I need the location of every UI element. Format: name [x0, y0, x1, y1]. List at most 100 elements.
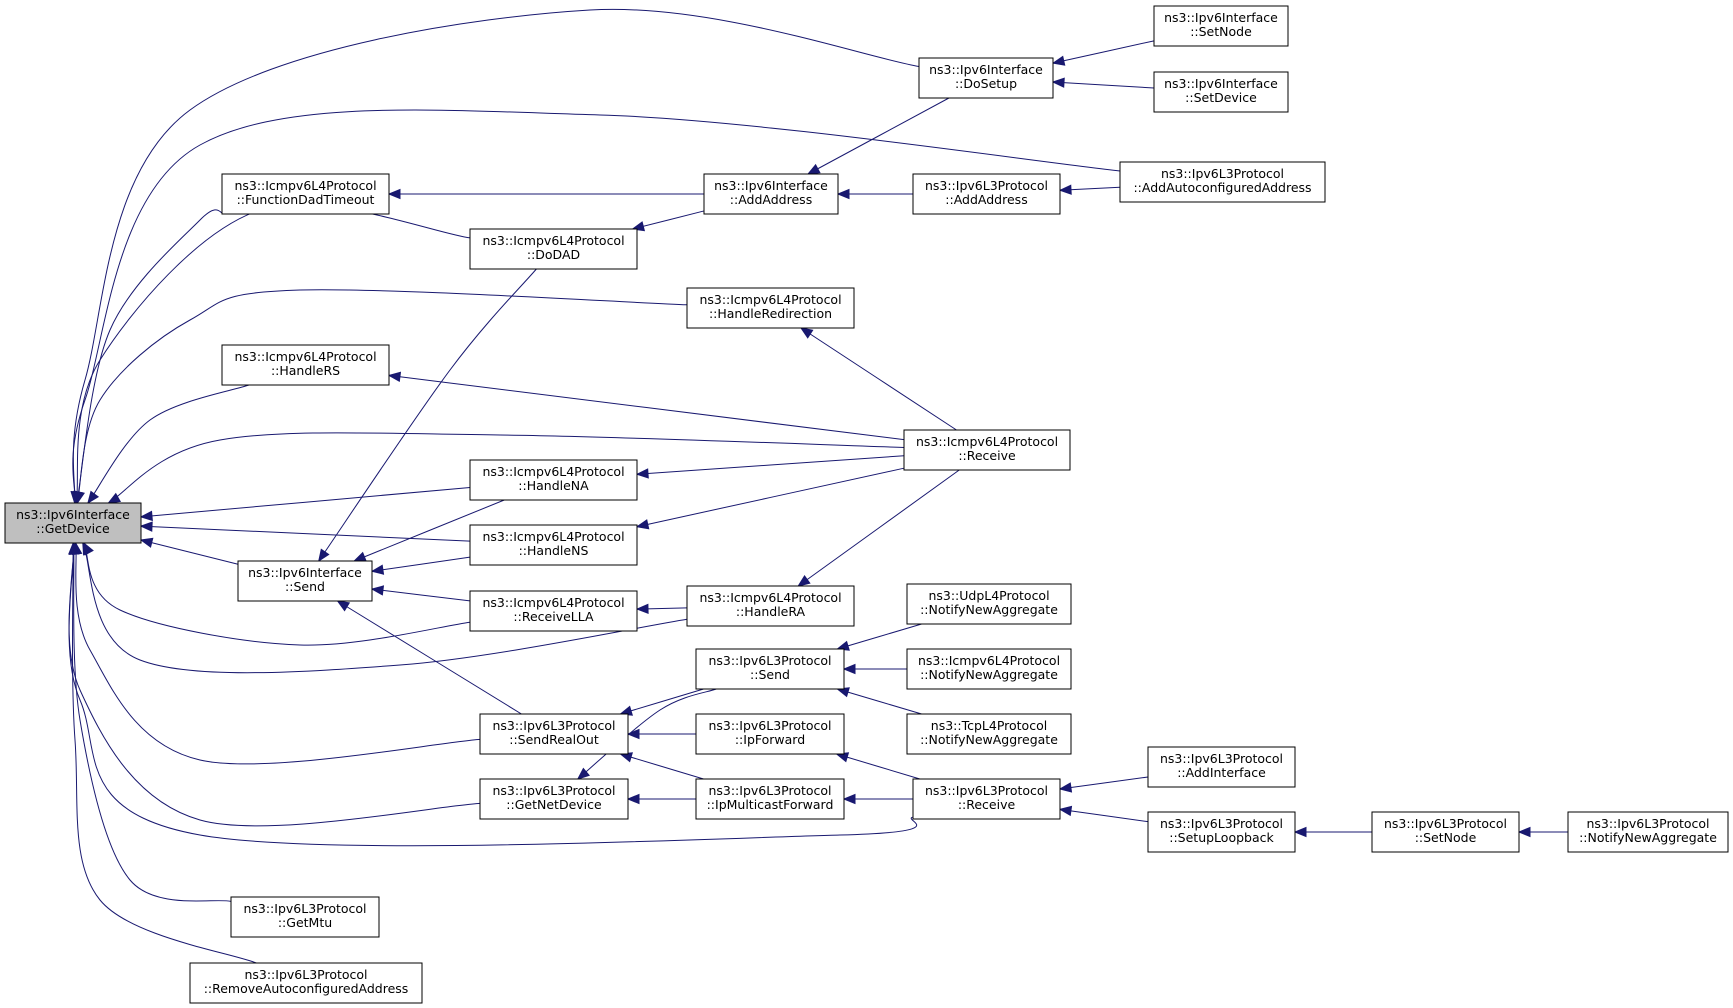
node-icmpreceive[interactable]: ns3::Icmpv6L4Protocol::Receive	[903, 429, 1071, 471]
node-fdadtimeout[interactable]: ns3::Icmpv6L4Protocol::FunctionDadTimeou…	[221, 173, 390, 215]
node-box[interactable]	[906, 583, 1072, 625]
node-method-label: ::DoDAD	[527, 247, 580, 262]
edge-ifsend-to-getdevice	[140, 539, 239, 565]
edge-icmpreceive-to-handleredirection	[800, 327, 957, 431]
arrowhead-icon	[139, 510, 153, 522]
node-dodad[interactable]: ns3::Icmpv6L4Protocol::DoDAD	[469, 228, 638, 270]
node-l3send[interactable]: ns3::Ipv6L3Protocol::Send	[695, 648, 845, 690]
node-box[interactable]	[703, 173, 839, 215]
node-class-label: ns3::Icmpv6L4Protocol	[482, 464, 624, 479]
node-handlena[interactable]: ns3::Icmpv6L4Protocol::HandleNA	[469, 459, 638, 501]
node-box[interactable]	[469, 459, 638, 501]
node-box[interactable]	[912, 778, 1061, 820]
node-class-label: ns3::Ipv6L3Protocol	[492, 718, 615, 733]
nodes-layer: ns3::Ipv6Interface::GetDevicens3::Icmpv6…	[4, 5, 1729, 1004]
node-icmpnotify[interactable]: ns3::Icmpv6L4Protocol::NotifyNewAggregat…	[906, 648, 1072, 690]
node-box[interactable]	[237, 560, 373, 602]
node-method-label: ::Send	[285, 579, 325, 594]
node-box[interactable]	[4, 502, 142, 544]
node-ipmulticast[interactable]: ns3::Ipv6L3Protocol::IpMulticastForward	[695, 778, 845, 820]
arrowhead-icon	[797, 575, 811, 587]
node-l3receive[interactable]: ns3::Ipv6L3Protocol::Receive	[912, 778, 1061, 820]
node-box[interactable]	[686, 287, 855, 329]
node-handlera[interactable]: ns3::Icmpv6L4Protocol::HandleRA	[686, 585, 855, 627]
edge-handlers-to-getdevice	[87, 384, 250, 504]
node-handleredirection[interactable]: ns3::Icmpv6L4Protocol::HandleRedirection	[686, 287, 855, 329]
arrowhead-icon	[842, 793, 856, 805]
node-box[interactable]	[469, 228, 638, 270]
node-ifsend[interactable]: ns3::Ipv6Interface::Send	[237, 560, 373, 602]
node-l3notify[interactable]: ns3::Ipv6L3Protocol::NotifyNewAggregate	[1567, 811, 1729, 853]
node-box[interactable]	[230, 896, 380, 938]
node-addauto[interactable]: ns3::Ipv6L3Protocol::AddAutoconfiguredAd…	[1119, 161, 1326, 203]
node-method-label: ::SetNode	[1190, 24, 1252, 39]
node-box[interactable]	[906, 648, 1072, 690]
node-l3addaddress[interactable]: ns3::Ipv6L3Protocol::AddAddress	[912, 173, 1061, 215]
node-class-label: ns3::Icmpv6L4Protocol	[482, 529, 624, 544]
edge-sendrealout-to-ifsend	[337, 600, 522, 715]
arrowhead-icon	[70, 491, 82, 505]
node-setdevice[interactable]: ns3::Ipv6Interface::SetDevice	[1153, 71, 1289, 113]
node-box[interactable]	[1567, 811, 1729, 853]
node-box[interactable]	[912, 173, 1061, 215]
edge-handlera-to-getdevice	[82, 542, 688, 674]
node-l3setnode[interactable]: ns3::Ipv6L3Protocol::SetNode	[1371, 811, 1520, 853]
node-class-label: ns3::Ipv6L3Protocol	[1160, 816, 1283, 831]
node-sendrealout[interactable]: ns3::Ipv6L3Protocol::SendRealOut	[479, 713, 629, 755]
node-box[interactable]	[189, 962, 423, 1004]
node-getnetdevice[interactable]: ns3::Ipv6L3Protocol::GetNetDevice	[479, 778, 629, 820]
node-dosetup[interactable]: ns3::Ipv6Interface::DoSetup	[918, 57, 1054, 99]
node-box[interactable]	[686, 585, 855, 627]
node-box[interactable]	[1119, 161, 1326, 203]
node-box[interactable]	[1153, 71, 1289, 113]
node-ifaddaddress[interactable]: ns3::Ipv6Interface::AddAddress	[703, 173, 839, 215]
arrowhead-icon	[139, 537, 154, 548]
arrowhead-icon	[1058, 782, 1073, 793]
node-box[interactable]	[479, 778, 629, 820]
node-box[interactable]	[469, 590, 638, 632]
edge-tcpnotify-to-l3send	[837, 688, 922, 715]
node-box[interactable]	[903, 429, 1071, 471]
node-removeauto[interactable]: ns3::Ipv6L3Protocol::RemoveAutoconfigure…	[189, 962, 423, 1004]
arrowhead-icon	[635, 603, 649, 615]
arrowhead-icon	[626, 793, 640, 805]
node-box[interactable]	[469, 524, 638, 566]
node-box[interactable]	[906, 713, 1072, 755]
edge-sendrealout-to-getdevice	[75, 542, 481, 765]
node-box[interactable]	[1147, 811, 1296, 853]
node-addinterface[interactable]: ns3::Ipv6L3Protocol::AddInterface	[1147, 746, 1296, 788]
node-box[interactable]	[479, 713, 629, 755]
node-class-label: ns3::Ipv6Interface	[16, 507, 130, 522]
node-box[interactable]	[1147, 746, 1296, 788]
edge-dodad-to-getdevice	[75, 204, 471, 504]
node-setuploopback[interactable]: ns3::Ipv6L3Protocol::SetupLoopback	[1147, 811, 1296, 853]
edge-removeauto-to-getdevice	[72, 542, 257, 964]
node-getmtu[interactable]: ns3::Ipv6L3Protocol::GetMtu	[230, 896, 380, 938]
node-setnode_if[interactable]: ns3::Ipv6Interface::SetNode	[1153, 5, 1289, 47]
node-method-label: ::Send	[750, 667, 790, 682]
node-udpnotify[interactable]: ns3::UdpL4Protocol::NotifyNewAggregate	[906, 583, 1072, 625]
node-box[interactable]	[1371, 811, 1520, 853]
node-method-label: ::NotifyNewAggregate	[920, 732, 1058, 747]
node-method-label: ::NotifyNewAggregate	[1579, 830, 1717, 845]
edges-layer	[68, 8, 1569, 964]
node-ipforward[interactable]: ns3::Ipv6L3Protocol::IpForward	[695, 713, 845, 755]
node-method-label: ::HandleRA	[736, 604, 806, 619]
node-box[interactable]	[695, 648, 845, 690]
node-receivella[interactable]: ns3::Icmpv6L4Protocol::ReceiveLLA	[469, 590, 638, 632]
node-box[interactable]	[221, 344, 390, 386]
node-box[interactable]	[695, 713, 845, 755]
node-handlers[interactable]: ns3::Icmpv6L4Protocol::HandleRS	[221, 344, 390, 386]
node-getdevice[interactable]: ns3::Ipv6Interface::GetDevice	[4, 502, 142, 544]
node-tcpnotify[interactable]: ns3::TcpL4Protocol::NotifyNewAggregate	[906, 713, 1072, 755]
node-method-label: ::Receive	[958, 448, 1016, 463]
node-method-label: ::HandleNS	[519, 543, 589, 558]
node-box[interactable]	[695, 778, 845, 820]
node-box[interactable]	[1153, 5, 1289, 47]
edge-handlens-to-getdevice	[140, 525, 471, 542]
node-box[interactable]	[918, 57, 1054, 99]
arrowhead-icon	[1517, 826, 1531, 838]
node-method-label: ::GetDevice	[36, 521, 110, 536]
node-box[interactable]	[221, 173, 390, 215]
node-handlens[interactable]: ns3::Icmpv6L4Protocol::HandleNS	[469, 524, 638, 566]
